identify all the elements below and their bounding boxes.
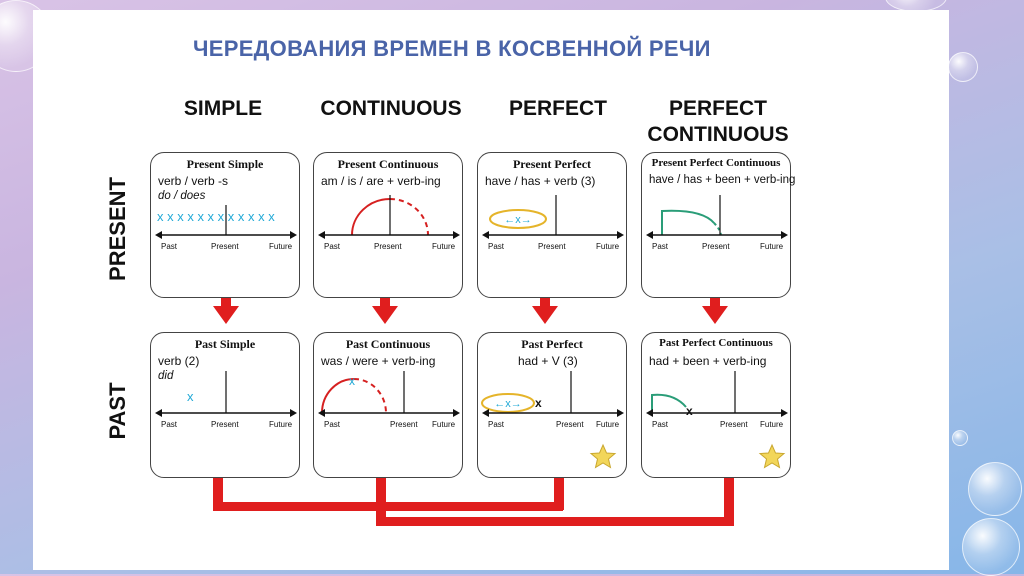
card-formula: verb (2) — [158, 354, 200, 368]
card-aux: do / does — [158, 190, 206, 202]
repeated-action-marks: x x x x x x x x x x x x — [157, 209, 275, 224]
action-mark: x — [349, 374, 355, 388]
bubble-decoration — [962, 518, 1020, 576]
star-icon — [758, 443, 786, 469]
card-formula: have / has + verb (3) — [485, 174, 596, 188]
card-present-perfect: Present Perfect have / has + verb (3) ←x… — [477, 152, 627, 298]
star-icon — [589, 443, 617, 469]
column-header-perfect: PERFECT — [508, 97, 607, 120]
label-future: Future — [269, 420, 293, 429]
slide-title: ЧЕРЕДОВАНИЯ ВРЕМЕН В КОСВЕННОЙ РЕЧИ — [193, 36, 711, 61]
label-future: Future — [596, 242, 620, 251]
label-past: Past — [488, 420, 505, 429]
card-present-continuous: Present Continuous am / is / are + verb-… — [313, 152, 463, 298]
label-past: Past — [161, 420, 178, 429]
card-past-simple: Past Simple verb (2) did x Past Present … — [150, 332, 300, 478]
card-past-perfect: Past Perfect had + V (3) ←x→ x Past Pres… — [477, 332, 627, 478]
card-formula: am / is / are + verb-ing — [321, 174, 441, 188]
slide: ЧЕРЕДОВАНИЯ ВРЕМЕН В КОСВЕННОЙ РЕЧИ SIMP… — [33, 10, 949, 570]
timeline: Past Present Future — [318, 195, 460, 251]
bubble-decoration — [948, 52, 978, 82]
card-title: Past Simple — [194, 337, 256, 351]
label-past: Past — [161, 242, 178, 251]
column-header-perfect-continuous: PERFECT CONTINUOUS — [633, 96, 803, 148]
action-mark: ←x→ — [494, 398, 522, 410]
label-future: Future — [432, 420, 456, 429]
timeline: x x x x x x x x x x x x Past Present Fut… — [155, 205, 297, 251]
timeline: x Past Present Future — [646, 371, 788, 469]
card-title: Present Perfect Continuous — [651, 157, 781, 169]
card-title: Present Perfect — [512, 157, 592, 171]
card-formula: verb / verb -s — [158, 174, 229, 188]
timeline: x Past Present Future — [318, 371, 460, 429]
label-future: Future — [432, 242, 456, 251]
card-present-simple: Present Simple verb / verb -s do / does … — [150, 152, 300, 298]
card-formula: had + been + verb-ing — [649, 354, 767, 368]
label-present: Present — [538, 242, 566, 251]
card-title: Past Perfect — [521, 337, 583, 351]
bubble-decoration — [952, 430, 968, 446]
label-future: Future — [596, 420, 620, 429]
label-past: Past — [488, 242, 505, 251]
card-formula: have / has + been + verb-ing — [649, 174, 796, 186]
column-header-line: PERFECT — [668, 97, 767, 120]
label-present: Present — [211, 242, 239, 251]
column-header-continuous: CONTINUOUS — [320, 97, 462, 120]
card-past-continuous: Past Continuous was / were + verb-ing x … — [313, 332, 463, 478]
column-header-simple: SIMPLE — [183, 97, 263, 120]
card-present-perfect-continuous: Present Perfect Continuous have / has + … — [641, 152, 795, 298]
label-present: Present — [211, 420, 239, 429]
action-mark: x — [187, 389, 194, 404]
bubble-decoration — [968, 462, 1022, 516]
card-formula: had + V (3) — [518, 354, 578, 368]
column-header-line: CONTINUOUS — [647, 123, 789, 146]
label-present: Present — [720, 420, 748, 429]
action-mark: ←x→ — [504, 214, 532, 226]
label-past: Past — [652, 420, 669, 429]
label-future: Future — [760, 242, 784, 251]
card-aux: did — [158, 370, 174, 382]
label-present: Present — [556, 420, 584, 429]
label-past: Past — [324, 420, 341, 429]
timeline: ←x→ x Past Present Future — [481, 371, 624, 469]
reference-mark: x — [686, 404, 693, 418]
label-future: Future — [760, 420, 784, 429]
timeline: ←x→ Past Present Future — [482, 195, 624, 251]
timeline: x Past Present Future — [155, 371, 297, 429]
card-title: Past Continuous — [345, 337, 431, 351]
reference-mark: x — [535, 396, 542, 410]
label-present: Present — [390, 420, 418, 429]
label-past: Past — [324, 242, 341, 251]
timeline: Past Present Future — [646, 195, 788, 251]
label-present: Present — [702, 242, 730, 251]
card-formula: was / were + verb-ing — [321, 354, 436, 368]
card-past-perfect-continuous: Past Perfect Continuous had + been + ver… — [641, 332, 791, 478]
card-title: Past Perfect Continuous — [659, 337, 773, 349]
label-present: Present — [374, 242, 402, 251]
label-future: Future — [269, 242, 293, 251]
card-title: Present Simple — [186, 157, 264, 171]
card-title: Present Continuous — [337, 157, 439, 171]
label-past: Past — [652, 242, 669, 251]
